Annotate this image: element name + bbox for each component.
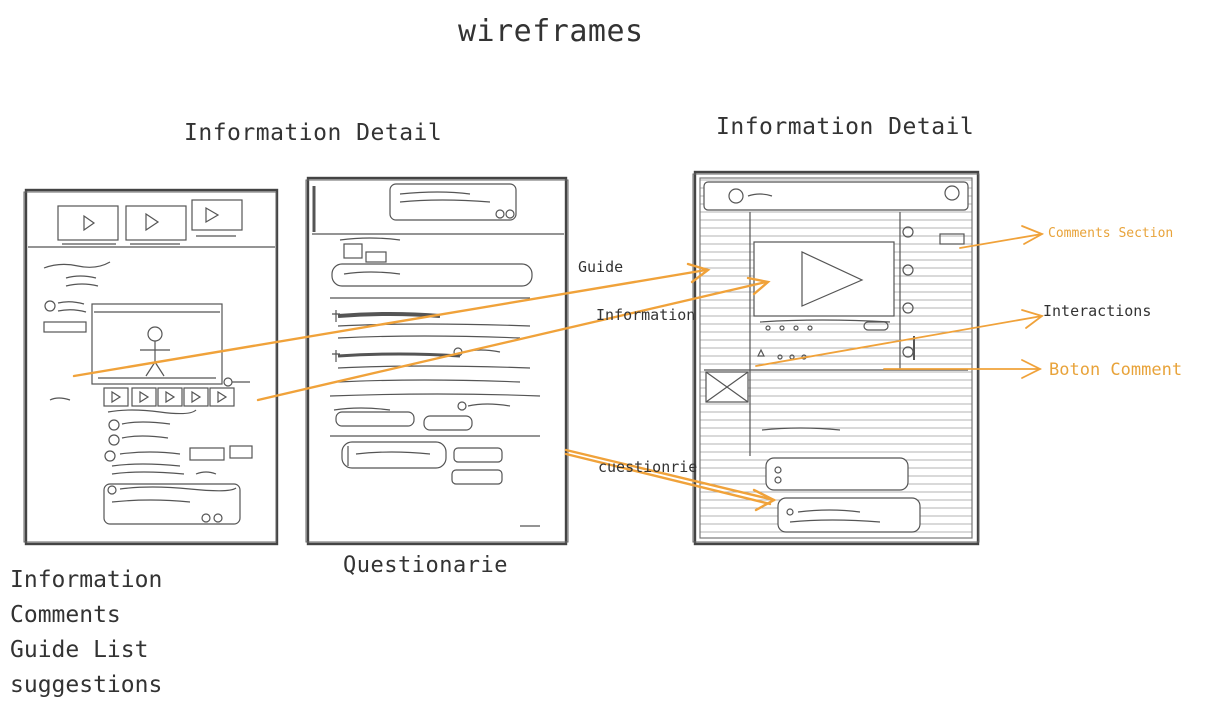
page-title: wireframes [458, 14, 644, 49]
middle-frame-label: Questionarie [343, 553, 508, 578]
thumbnail-row [28, 199, 275, 248]
arrow-comments-section [959, 225, 1045, 249]
annotation-information: Information [596, 306, 696, 324]
middle-wireframe-sketch [305, 176, 569, 546]
comment-box-sketch [103, 483, 241, 525]
right-frame-label: Information Detail [716, 114, 975, 140]
arrow-boton-comment [883, 359, 1043, 379]
note-item: suggestions [10, 672, 163, 698]
left-frame-label: Information Detail [184, 120, 443, 146]
left-wireframe-sketch [23, 188, 279, 546]
annotation-boton-comment: Boton Comment [1049, 360, 1183, 380]
notes-list: Information Comments Guide List suggesti… [10, 563, 162, 703]
main-video-sketch [91, 303, 250, 387]
annotation-cuestionrie: cuestionrie [598, 458, 698, 476]
note-item: Information [10, 567, 163, 593]
connector-arrows [72, 225, 1045, 512]
right-wireframe-sketch [692, 170, 980, 546]
note-item: Comments [10, 602, 121, 628]
arrow-interactions [755, 309, 1044, 367]
play-buttons-row [103, 387, 235, 407]
annotation-interactions: Interactions [1043, 302, 1152, 320]
arrow-guide [72, 262, 711, 378]
annotation-guide: Guide [578, 258, 624, 276]
note-item: Guide List [10, 637, 149, 663]
annotation-comments-section: Comments Section [1048, 226, 1174, 241]
arrow-information [256, 276, 771, 402]
arrow-cuestionrie [564, 448, 777, 512]
